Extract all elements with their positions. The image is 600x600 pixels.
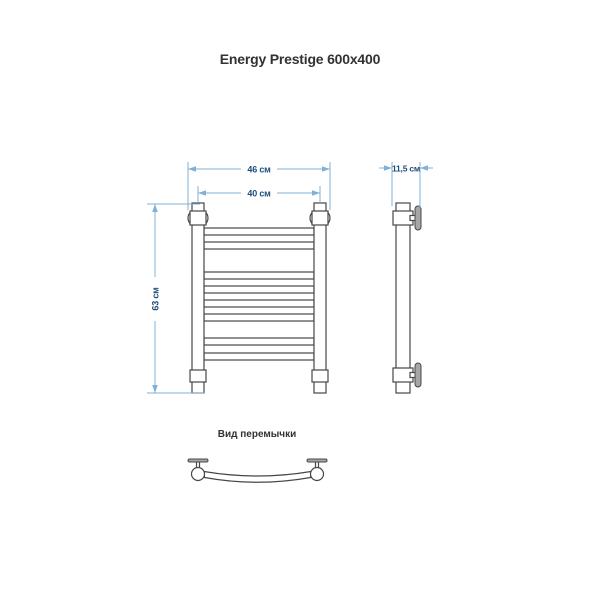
arrow-right-icon <box>322 166 330 172</box>
right-post <box>313 202 327 394</box>
rung <box>203 313 315 322</box>
arrow-left-icon <box>420 165 428 171</box>
dimension-width-outer: 46 см <box>187 162 331 210</box>
arrow-left-icon <box>198 190 206 196</box>
right-bottom-union-nut <box>311 369 329 383</box>
right-post-section-icon <box>309 466 325 482</box>
front-view <box>187 202 331 394</box>
top-wall-plate-icon <box>414 205 422 231</box>
rung <box>203 271 315 280</box>
dim-label-11-5: 11,5 см <box>392 164 420 174</box>
rung <box>203 299 315 308</box>
rungs <box>203 227 315 361</box>
left-post-section-icon <box>190 466 206 482</box>
rung <box>203 352 315 361</box>
left-bottom-union-nut <box>189 369 207 383</box>
rung <box>203 285 315 294</box>
page-title: Energy Prestige 600x400 <box>219 51 381 67</box>
crossbar-view <box>187 458 328 483</box>
left-bracket-cap-icon <box>187 458 209 463</box>
side-post <box>395 202 411 394</box>
dimension-depth: 11,5 см <box>379 162 433 208</box>
dim-label-40: 40 см <box>247 189 271 199</box>
dimension-width-axes: 40 см <box>197 186 321 202</box>
rung <box>203 227 315 236</box>
rung <box>203 337 315 346</box>
dimension-height: 63 см <box>147 203 205 394</box>
arrow-right-icon <box>312 190 320 196</box>
dim-label-46: 46 см <box>247 165 271 175</box>
right-top-union-nut <box>311 210 329 226</box>
dim-label-63: 63 см <box>151 287 161 311</box>
arrow-up-icon <box>152 204 158 212</box>
curved-crossbar <box>203 470 312 483</box>
rung <box>203 241 315 250</box>
crossbar-view-label: Вид перемычки <box>217 429 297 440</box>
right-bracket-cap-icon <box>306 458 328 463</box>
arrow-down-icon <box>152 385 158 393</box>
arrow-right-icon <box>384 165 392 171</box>
side-view <box>392 202 422 394</box>
arrow-left-icon <box>188 166 196 172</box>
left-post <box>191 202 205 394</box>
bottom-wall-plate-icon <box>414 362 422 388</box>
left-top-union-nut <box>189 210 207 226</box>
